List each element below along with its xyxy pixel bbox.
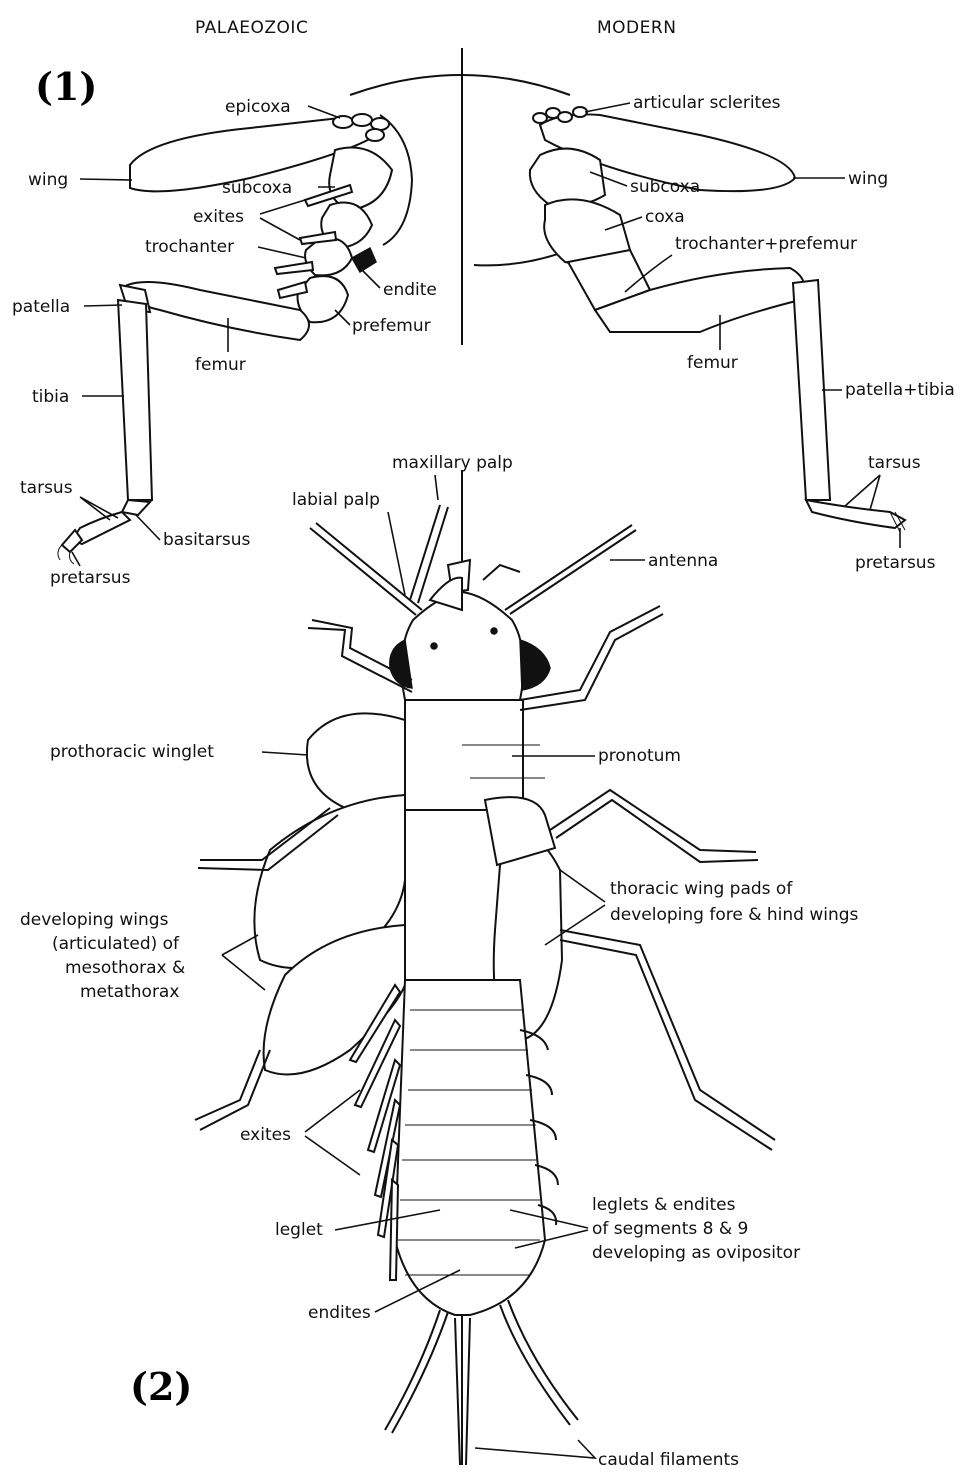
- label-labial-palp: labial palp: [292, 490, 380, 510]
- label-patella-tibia: patella+tibia: [845, 380, 955, 400]
- label-leglets-endites-2: of segments 8 & 9: [592, 1219, 748, 1239]
- label-femur-right: femur: [687, 353, 738, 373]
- label-epicoxa: epicoxa: [225, 97, 291, 117]
- panel-label-1: (1): [35, 64, 97, 109]
- leg-comparison-drawing: [58, 48, 905, 564]
- insect-body-drawing: [195, 470, 775, 1465]
- label-tibia: tibia: [32, 387, 69, 407]
- label-leglet: leglet: [275, 1220, 323, 1240]
- label-pretarsus-right: pretarsus: [855, 553, 936, 573]
- label-exites-body: exites: [240, 1125, 291, 1145]
- label-trochanter-prefemur: trochanter+prefemur: [675, 234, 857, 254]
- label-maxillary-palp: maxillary palp: [392, 453, 513, 473]
- label-subcoxa-left: subcoxa: [222, 178, 292, 198]
- label-caudal-filaments: caudal filaments: [598, 1450, 739, 1470]
- label-developing-wings-3: mesothorax &: [65, 958, 185, 978]
- label-tarsus-left: tarsus: [20, 478, 73, 498]
- label-pronotum: pronotum: [598, 746, 681, 766]
- label-basitarsus: basitarsus: [163, 530, 250, 550]
- header-palaeozoic: PALAEOZOIC: [195, 18, 308, 38]
- label-pretarsus-left: pretarsus: [50, 568, 131, 588]
- label-leglets-endites-1: leglets & endites: [592, 1195, 736, 1215]
- panel-label-2: (2): [130, 1364, 192, 1409]
- label-coxa: coxa: [645, 207, 685, 227]
- pronotum-shape: [405, 700, 523, 810]
- label-exites-left: exites: [193, 207, 244, 227]
- label-femur-left: femur: [195, 355, 246, 375]
- label-tarsus-right: tarsus: [868, 453, 921, 473]
- label-articular-sclerites: articular sclerites: [633, 93, 781, 113]
- label-leglets-endites-3: developing as ovipositor: [592, 1243, 800, 1263]
- label-patella: patella: [12, 297, 70, 317]
- label-wing-pads-1: thoracic wing pads of: [610, 879, 793, 899]
- label-prothoracic-winglet: prothoracic winglet: [50, 742, 214, 762]
- label-antenna: antenna: [648, 551, 718, 571]
- label-endites: endites: [308, 1303, 371, 1323]
- right-eye: [520, 640, 550, 690]
- label-developing-wings-2: (articulated) of: [52, 934, 180, 954]
- label-wing-pads-2: developing fore & hind wings: [610, 905, 859, 925]
- label-developing-wings-4: metathorax: [80, 982, 179, 1002]
- label-wing-right: wing: [848, 169, 888, 189]
- label-developing-wings-1: developing wings: [20, 910, 169, 930]
- label-prefemur: prefemur: [352, 316, 431, 336]
- label-trochanter: trochanter: [145, 237, 234, 257]
- label-subcoxa-right: subcoxa: [630, 177, 700, 197]
- header-modern: MODERN: [597, 18, 676, 38]
- label-wing-left: wing: [28, 170, 68, 190]
- label-endite: endite: [383, 280, 437, 300]
